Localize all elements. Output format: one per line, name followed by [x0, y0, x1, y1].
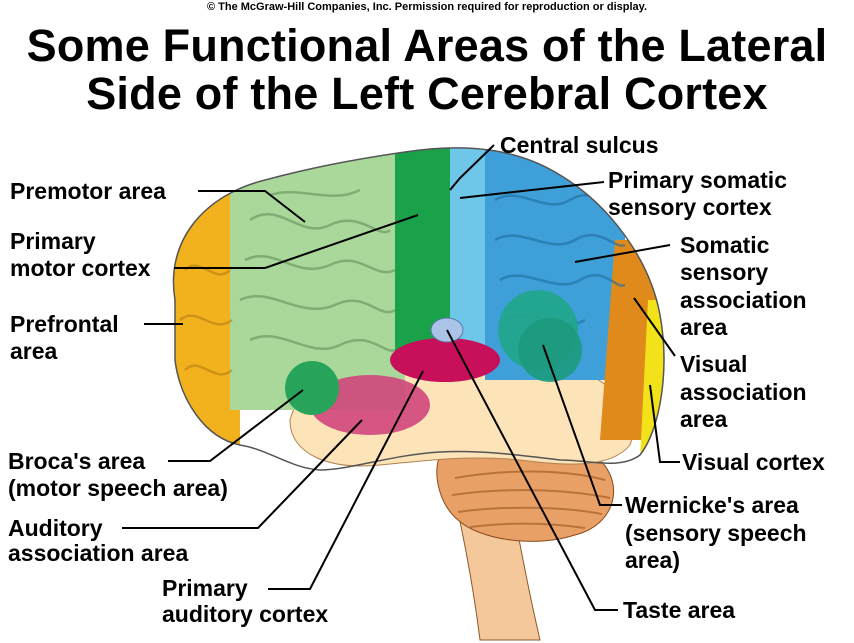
primary-auditory-region	[390, 338, 500, 382]
leader-visual-cortex	[649, 384, 680, 463]
label-primary-motor-2: motor cortex	[10, 255, 151, 281]
leader-primary-motor	[174, 214, 419, 269]
label-primary-somatic-2: sensory cortex	[608, 194, 772, 220]
label-broca-1: Broca's area	[8, 448, 146, 474]
title-line-1: Some Functional Areas of the Lateral	[26, 20, 828, 71]
leader-primary-somatic	[459, 181, 605, 199]
copyright-notice: © The McGraw-Hill Companies, Inc. Permis…	[206, 1, 648, 13]
label-wernicke-1: Wernicke's area	[625, 492, 799, 518]
leader-somatic-assoc	[574, 244, 671, 263]
visual-region	[640, 300, 664, 460]
label-somatic-assoc-1: Somatic	[680, 232, 770, 258]
leader-taste	[446, 329, 618, 611]
leader-wernicke	[542, 344, 622, 506]
label-primary-auditory-1: Primary	[162, 575, 248, 601]
label-somatic-assoc-3: association	[680, 287, 807, 313]
label-visual-cortex: Visual cortex	[682, 449, 825, 475]
leader-auditory-assoc	[122, 419, 363, 529]
label-prefrontal-1: Prefrontal	[10, 311, 119, 337]
title-line-2: Side of the Left Cerebral Cortex	[86, 68, 768, 119]
broca-region	[285, 361, 339, 415]
label-wernicke-3: area)	[625, 547, 680, 573]
label-auditory-assoc-2: association area	[8, 540, 189, 566]
label-auditory-assoc-1: Auditory	[8, 515, 103, 541]
leader-broca	[168, 389, 304, 462]
label-prefrontal-2: area	[10, 338, 58, 364]
motor-region	[395, 147, 455, 370]
label-central-sulcus: Central sulcus	[500, 132, 659, 158]
label-taste: Taste area	[623, 597, 736, 623]
label-visual-assoc-3: area	[680, 406, 728, 432]
label-visual-assoc-1: Visual	[680, 351, 748, 377]
wernicke-region-2	[518, 318, 582, 382]
label-somatic-assoc-2: sensory	[680, 259, 769, 285]
leader-primary-auditory	[268, 370, 424, 590]
label-visual-assoc-2: association	[680, 379, 807, 405]
label-primary-motor-1: Primary	[10, 228, 96, 254]
label-wernicke-2: (sensory speech	[625, 520, 807, 546]
label-somatic-assoc-4: area	[680, 314, 728, 340]
label-broca-2: (motor speech area)	[8, 475, 228, 501]
auditory-assoc-region	[310, 375, 430, 435]
label-premotor: Premotor area	[10, 178, 166, 204]
label-primary-auditory-2: auditory cortex	[162, 601, 329, 627]
leader-central-sulcus	[449, 144, 495, 191]
leader-visual-assoc	[633, 297, 676, 357]
leader-premotor	[198, 190, 306, 223]
label-primary-somatic-1: Primary somatic	[608, 167, 787, 193]
